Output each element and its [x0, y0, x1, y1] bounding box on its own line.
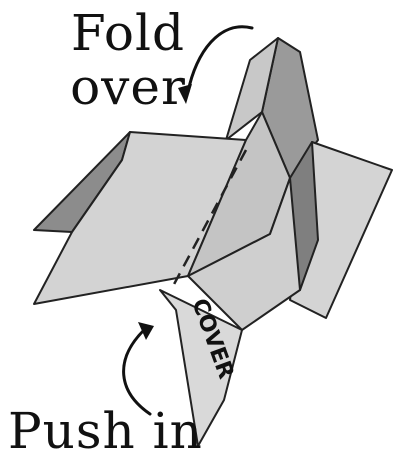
fold-over-arrow-icon — [178, 25, 254, 104]
push-in-arrow-icon — [122, 322, 154, 416]
fold-over-label: Fold over — [48, 6, 208, 114]
fold-over-label-line1: Fold — [70, 4, 186, 62]
push-in-label: Push in — [8, 402, 203, 460]
dashed-fold-line — [170, 149, 248, 289]
right-lower-sheet-panel — [187, 177, 301, 331]
fold-over-label-line2: over — [70, 58, 186, 116]
cover-panel — [159, 289, 243, 447]
